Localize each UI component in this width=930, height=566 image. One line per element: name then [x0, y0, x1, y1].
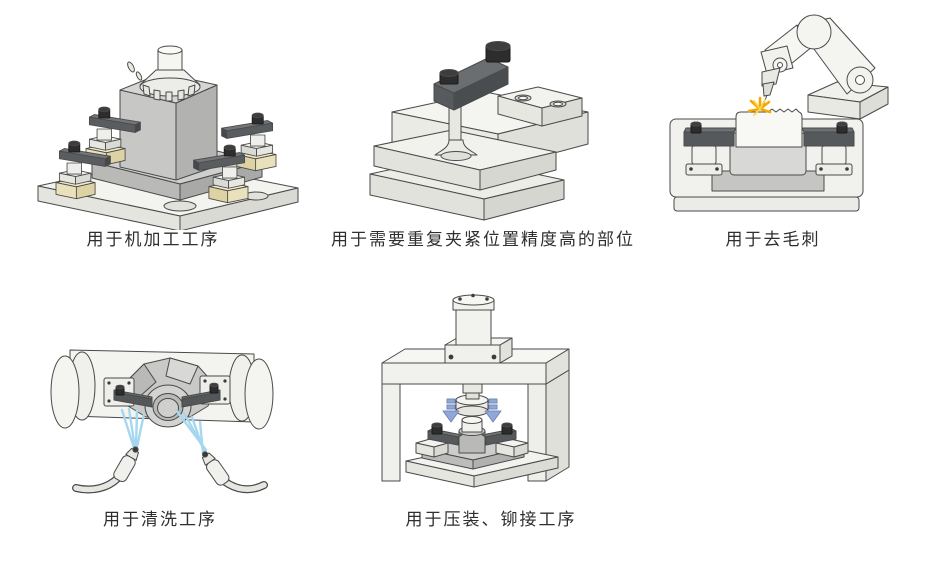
press-cylinder — [444, 293, 513, 364]
spray-jet-right — [174, 408, 208, 455]
clamp-left — [103, 377, 153, 408]
figure-caption: 用于清洗工序 — [103, 510, 217, 529]
spray-gun-right — [201, 451, 230, 486]
clamp-left — [683, 121, 737, 176]
figure-caption: 用于压装、铆接工序 — [405, 510, 577, 529]
tool-collet — [762, 81, 775, 97]
spark-icon — [747, 96, 772, 116]
spray-jet-left — [120, 407, 146, 450]
hold-down-clamp — [433, 41, 511, 161]
machining-illustration — [37, 45, 299, 230]
spray-gun-left — [113, 446, 139, 483]
pressed-part — [461, 416, 483, 433]
press-illustration — [381, 293, 570, 488]
workpiece-burr — [735, 108, 803, 148]
figure-cleaning — [40, 290, 320, 505]
cleaning-illustration — [50, 349, 274, 494]
press-ram — [462, 383, 483, 400]
fixture-clamp-left — [415, 422, 463, 458]
precision-clamping-illustration — [369, 41, 589, 221]
milling-cutter — [139, 45, 201, 102]
deburring-illustration — [669, 14, 889, 212]
figure-caption: 用于机加工工序 — [86, 230, 220, 249]
figure-caption: 用于需要重复夹紧位置精度高的部位 — [331, 230, 635, 249]
valve-foot — [434, 139, 478, 156]
clamp-right — [801, 121, 855, 176]
axle-housing — [50, 349, 274, 430]
robot-arm — [760, 14, 876, 107]
figure-deburring — [650, 5, 930, 220]
clamp-right — [181, 375, 231, 408]
press-puck — [455, 394, 489, 417]
figure-press — [360, 285, 600, 505]
down-arrow-icon — [484, 398, 502, 423]
tool-holder — [761, 67, 781, 87]
fixture-clamp-right — [481, 422, 529, 458]
down-arrow-icon — [442, 398, 460, 423]
figure-precision — [330, 40, 620, 230]
metal-chips — [127, 61, 143, 81]
figure-caption: 用于去毛刺 — [725, 230, 821, 249]
figure-machining — [30, 10, 310, 230]
gantry-frame — [381, 348, 570, 482]
bolt-hole-block — [497, 86, 583, 127]
